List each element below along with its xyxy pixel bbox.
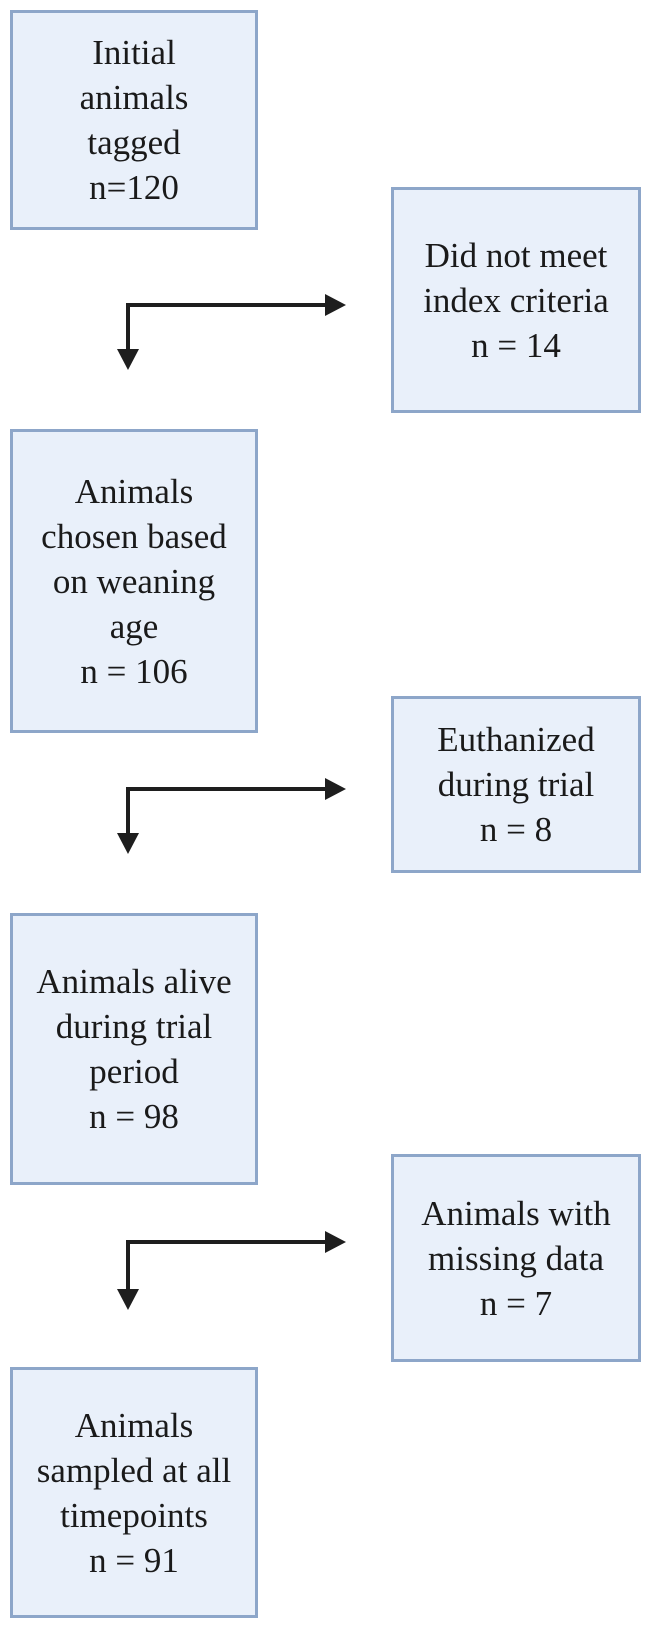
box-animals-chosen: Animals chosen based on weaning age n = … [10,429,258,733]
box-count: n = 98 [89,1097,179,1136]
connector-1 [117,294,346,370]
box-line: on weaning [52,561,216,601]
box-line: tagged [87,123,181,162]
box-count: n = 106 [80,651,188,691]
connector-1-line [126,303,325,356]
box-count: n = 14 [471,325,561,365]
arrowhead-right-icon [325,1231,346,1253]
box-line: Animals with [421,1193,611,1233]
box-missing-data: Animals with missing data n = 7 [391,1154,641,1362]
box-animals-alive: Animals alive during trial period n = 98 [10,913,258,1185]
box-count: n=120 [89,168,179,207]
box-line: age [109,606,159,646]
box-count: n = 8 [479,810,553,849]
box-line: during trial [437,765,595,804]
box-euthanized: Euthanized during trial n = 8 [391,696,641,873]
box-line: period [89,1052,179,1091]
arrowhead-down-icon [117,1289,139,1310]
box-count: n = 7 [479,1283,553,1323]
box-line: Euthanized [437,720,595,759]
box-line: chosen based [41,516,227,556]
box-line: Did not meet [424,235,608,275]
box-initial-animals: Initial animals tagged n=120 [10,10,258,230]
box-line: Animals alive [36,962,232,1001]
box-line: Initial [92,33,176,72]
connector-2 [117,778,346,854]
connector-2-line [126,787,325,840]
box-line: animals [79,78,189,117]
box-line: sampled at all [36,1450,232,1490]
connector-3-line [126,1240,325,1296]
box-line: Animals [74,1405,194,1445]
box-line: index criteria [423,280,609,320]
arrowhead-down-icon [117,833,139,854]
box-did-not-meet-criteria: Did not meet index criteria n = 14 [391,187,641,413]
arrowhead-right-icon [325,778,346,800]
connector-3 [117,1231,346,1310]
box-line: missing data [428,1238,604,1278]
box-line: Animals [74,471,194,511]
box-line: timepoints [60,1495,208,1535]
arrowhead-right-icon [325,294,346,316]
box-count: n = 91 [89,1540,179,1580]
arrowhead-down-icon [117,349,139,370]
box-animals-sampled: Animals sampled at all timepoints n = 91 [10,1367,258,1618]
box-line: during trial [55,1007,213,1046]
